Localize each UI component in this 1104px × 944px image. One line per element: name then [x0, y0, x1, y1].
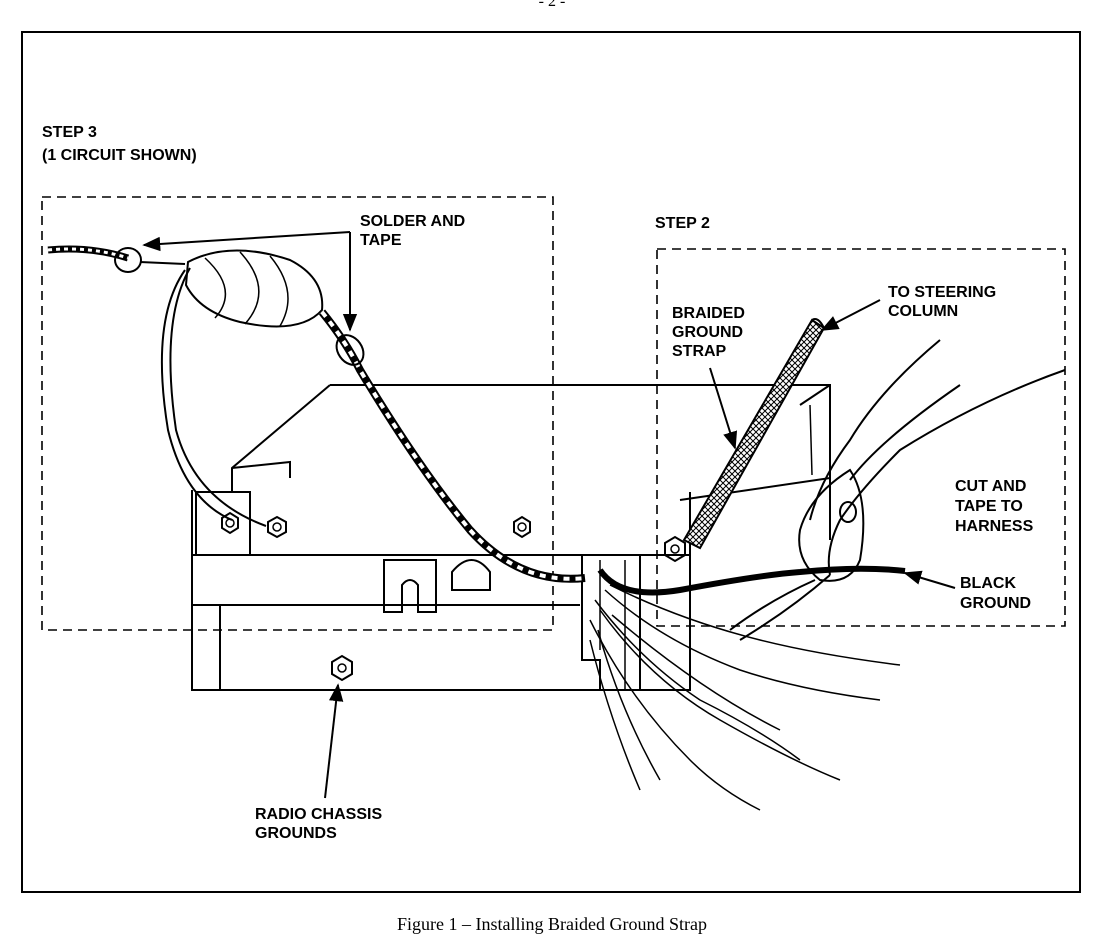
radio-chassis: [191, 384, 831, 691]
braided-strap-ring-nut: [664, 535, 686, 563]
figure-caption: Figure 1 – Installing Braided Ground Str…: [397, 914, 707, 934]
black-ground-label-line2: GROUND: [960, 595, 1031, 612]
step3-wiring: [47, 245, 586, 583]
wire-cutters: [729, 339, 1066, 641]
step3-label: STEP 3: [42, 124, 97, 141]
cut-label-line2: TAPE TO: [955, 498, 1023, 515]
braided-label-line2: GROUND: [672, 324, 743, 341]
step3-region: [41, 196, 554, 631]
chassis-label-line2: GROUNDS: [255, 825, 337, 842]
braided-label-line1: BRAIDED: [672, 305, 745, 322]
cut-label-line1: CUT AND: [955, 478, 1026, 495]
step3-note: (1 CIRCUIT SHOWN): [42, 147, 197, 164]
braided-label-line3: STRAP: [672, 343, 727, 360]
steering-label-line2: COLUMN: [888, 303, 958, 320]
chassis-label-line1: RADIO CHASSIS: [255, 806, 382, 823]
black-ground-wire: [597, 565, 906, 596]
radio-chassis-ground-nut: [331, 654, 353, 682]
page-number: - 2 -: [539, 0, 566, 10]
solder-label-line2: TAPE: [360, 232, 402, 249]
cut-label-line3: HARNESS: [955, 518, 1034, 535]
ground-nut-middle: [513, 515, 531, 539]
step2-label: STEP 2: [655, 215, 710, 232]
black-ground-label-line1: BLACK: [960, 575, 1016, 592]
steering-label-line1: TO STEERING: [888, 284, 996, 301]
ground-nut-ring: [267, 515, 287, 539]
taped-splice: [184, 249, 324, 328]
step2-region: [656, 248, 1066, 627]
solder-label-line1: SOLDER AND: [360, 213, 465, 230]
wire-harness: [589, 584, 901, 811]
figure-frame: [21, 31, 1081, 893]
leader-lines: [142, 231, 956, 799]
